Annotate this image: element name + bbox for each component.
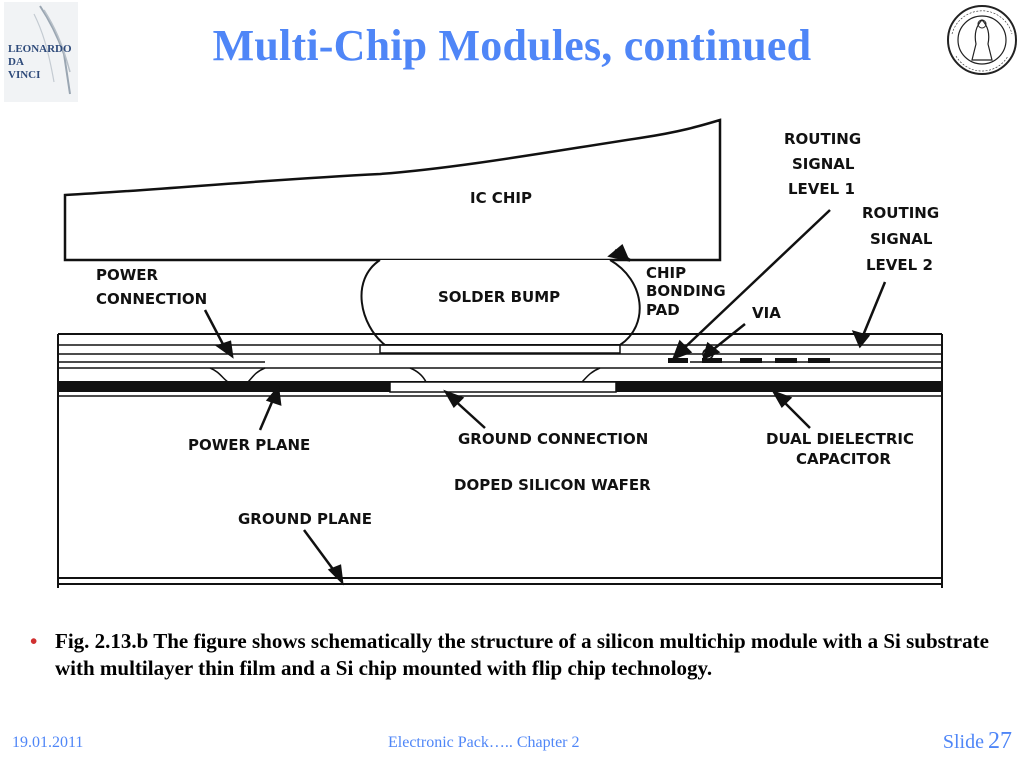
label-chip-bonding-pad-1: CHIP: [646, 264, 686, 282]
label-power-connection-1: POWER: [96, 266, 159, 284]
label-routing-1-a: ROUTING: [784, 130, 861, 148]
label-ground-connection: GROUND CONNECTION: [458, 430, 648, 448]
label-dual-dielectric-2: CAPACITOR: [796, 450, 891, 468]
ic-chip-outline: [63, 118, 722, 262]
slide-number-value: 27: [988, 728, 1012, 754]
slide-number: Slide 27: [943, 728, 1012, 755]
bullet-marker: •: [30, 629, 38, 653]
footer-date: 19.01.2011: [12, 734, 84, 751]
label-dual-dielectric-1: DUAL DIELECTRIC: [766, 430, 914, 448]
footer-chapter: Electronic Pack….. Chapter 2: [388, 734, 580, 751]
label-routing-1-c: LEVEL 1: [788, 180, 855, 198]
university-of-oslo-seal: [947, 5, 1017, 75]
label-routing-2-c: LEVEL 2: [866, 256, 933, 274]
figure-caption: • Fig. 2.13.b The figure shows schematic…: [30, 628, 990, 682]
label-via: VIA: [752, 304, 781, 322]
label-chip-bonding-pad-2: BONDING: [646, 282, 726, 300]
label-chip-bonding-pad-3: PAD: [646, 301, 680, 319]
svg-text:VINCI: VINCI: [8, 69, 40, 81]
arrow-routing-level-1: [679, 209, 831, 353]
label-doped-silicon-wafer: DOPED SILICON WAFER: [454, 476, 651, 494]
label-routing-2-a: ROUTING: [862, 204, 939, 222]
label-ground-plane: GROUND PLANE: [238, 510, 372, 528]
leonardo-da-vinci-logo: LEONARDO DA VINCI: [4, 2, 78, 102]
arrow-routing-level-2: [860, 281, 887, 339]
svg-text:LEONARDO: LEONARDO: [8, 43, 72, 55]
slide-title: Multi-Chip Modules, continued: [212, 21, 812, 70]
mcm-cross-section-diagram: IC CHIP SOLDER BUMP POWER CONNECTION CHI…: [57, 118, 943, 588]
label-solder-bump: SOLDER BUMP: [438, 288, 560, 306]
label-routing-1-b: SIGNAL: [792, 155, 855, 173]
slide-label: Slide: [942, 731, 984, 753]
arrow-via: [709, 323, 746, 353]
svg-text:DA: DA: [8, 56, 24, 68]
label-power-plane: POWER PLANE: [188, 436, 310, 454]
label-ic-chip: IC CHIP: [470, 189, 532, 207]
caption-text: Fig. 2.13.b The figure shows schematical…: [55, 629, 989, 680]
label-power-connection-2: CONNECTION: [96, 290, 207, 308]
label-routing-2-b: SIGNAL: [870, 230, 933, 248]
